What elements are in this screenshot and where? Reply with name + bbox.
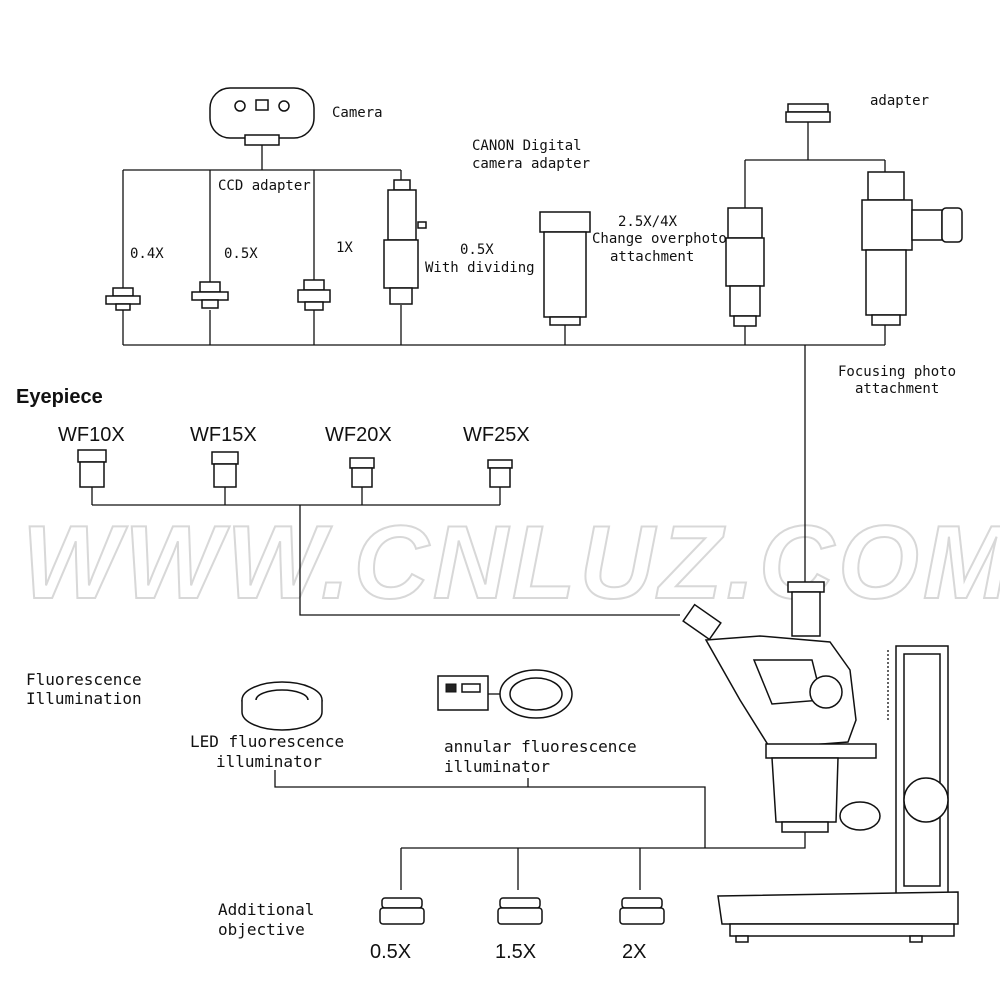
objective-title-1: Additional — [218, 900, 314, 919]
canon-label-2: camera adapter — [472, 156, 590, 172]
objective-label-05x: 0.5X — [370, 941, 411, 963]
eyepiece-label-wf20x: WF20X — [325, 424, 392, 446]
eyepiece-label-wf25x: WF25X — [463, 424, 530, 446]
eyepiece-label-wf10x: WF10X — [58, 424, 125, 446]
mag-1x-label: 1X — [336, 240, 353, 256]
focusing-label-1: Focusing photo — [838, 364, 956, 380]
objective-label-15x: 1.5X — [495, 941, 536, 963]
mag-05x-label: 0.5X — [224, 246, 258, 262]
overphoto-label-2: Change overphoto — [592, 231, 727, 247]
watermark: WWW.CNLUZ.COM — [22, 505, 1000, 621]
led-label-1: LED fluorescence — [190, 732, 344, 751]
dividing-label-2: With dividing — [425, 260, 535, 276]
eyepiece-label-wf15x: WF15X — [190, 424, 257, 446]
dividing-label-1: 0.5X — [460, 242, 494, 258]
led-fluorescence-illuminator — [241, 681, 323, 731]
ccd-adapter-1x — [297, 279, 331, 311]
dividing-adapter — [383, 179, 427, 305]
camera-label: Camera — [332, 105, 383, 121]
stereo-microscope — [682, 581, 959, 943]
ccd-adapter-04x — [105, 287, 141, 311]
focusing-photo-attachment — [861, 171, 963, 326]
objective-title-2: objective — [218, 920, 305, 939]
canon-label-1: CANON Digital — [472, 138, 582, 154]
ccd-adapter-05x — [191, 281, 229, 309]
led-label-2: illuminator — [216, 752, 322, 771]
connector-lines — [91, 122, 886, 890]
ccd-adapter-label: CCD adapter — [218, 178, 311, 194]
top-adapter — [785, 103, 831, 123]
annular-label-2: illuminator — [444, 757, 550, 776]
overphoto-attachment — [725, 207, 765, 327]
annular-label-1: annular fluorescence — [444, 737, 637, 756]
adapter-label: adapter — [870, 93, 929, 109]
eyepiece-icons — [77, 449, 513, 488]
overphoto-label-1: 2.5X/4X — [618, 214, 678, 230]
focusing-label-2: attachment — [855, 381, 939, 397]
mag-04x-label: 0.4X — [130, 246, 164, 262]
fluorescence-title-2: Illumination — [26, 689, 142, 708]
overphoto-label-3: attachment — [610, 249, 694, 265]
objective-label-2x: 2X — [622, 941, 646, 963]
canon-camera-adapter — [539, 211, 591, 326]
annular-fluorescence-illuminator — [437, 669, 573, 719]
fluorescence-title-1: Fluorescence — [26, 670, 142, 689]
camera — [209, 87, 315, 146]
eyepiece-title: Eyepiece — [16, 386, 103, 408]
objective-icons — [379, 897, 665, 925]
